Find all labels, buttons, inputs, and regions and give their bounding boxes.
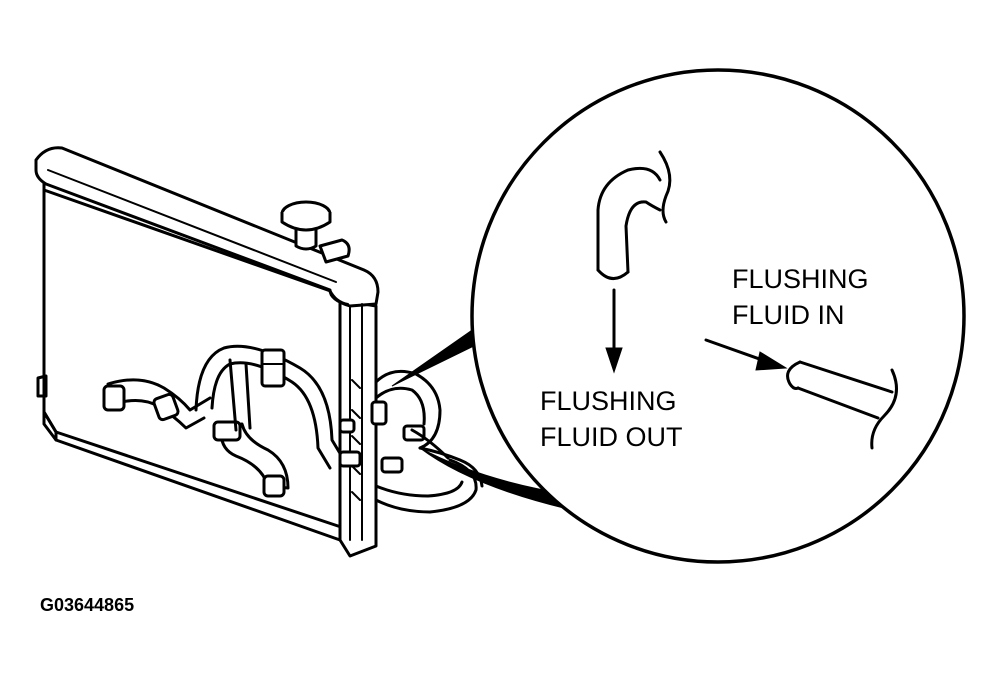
- fluid-in-label-line1: FLUSHING: [732, 264, 869, 294]
- outlet-hose-icon: [596, 150, 672, 280]
- fluid-in-label-line2: FLUID IN: [732, 300, 845, 330]
- fluid-out-label-line1: FLUSHING: [540, 386, 677, 416]
- detail-circle: [470, 68, 966, 564]
- fluid-out-label-line2: FLUID OUT: [540, 422, 683, 452]
- radiator-hoses: [102, 344, 362, 498]
- figure-code: G03644865: [40, 595, 134, 615]
- fluid-in-arrow-icon: [704, 338, 788, 371]
- cooler-lines: [370, 369, 484, 514]
- fluid-out-arrow-icon: [605, 288, 623, 374]
- inlet-hose-icon: [786, 360, 898, 450]
- radiator-cap-icon: [280, 200, 351, 264]
